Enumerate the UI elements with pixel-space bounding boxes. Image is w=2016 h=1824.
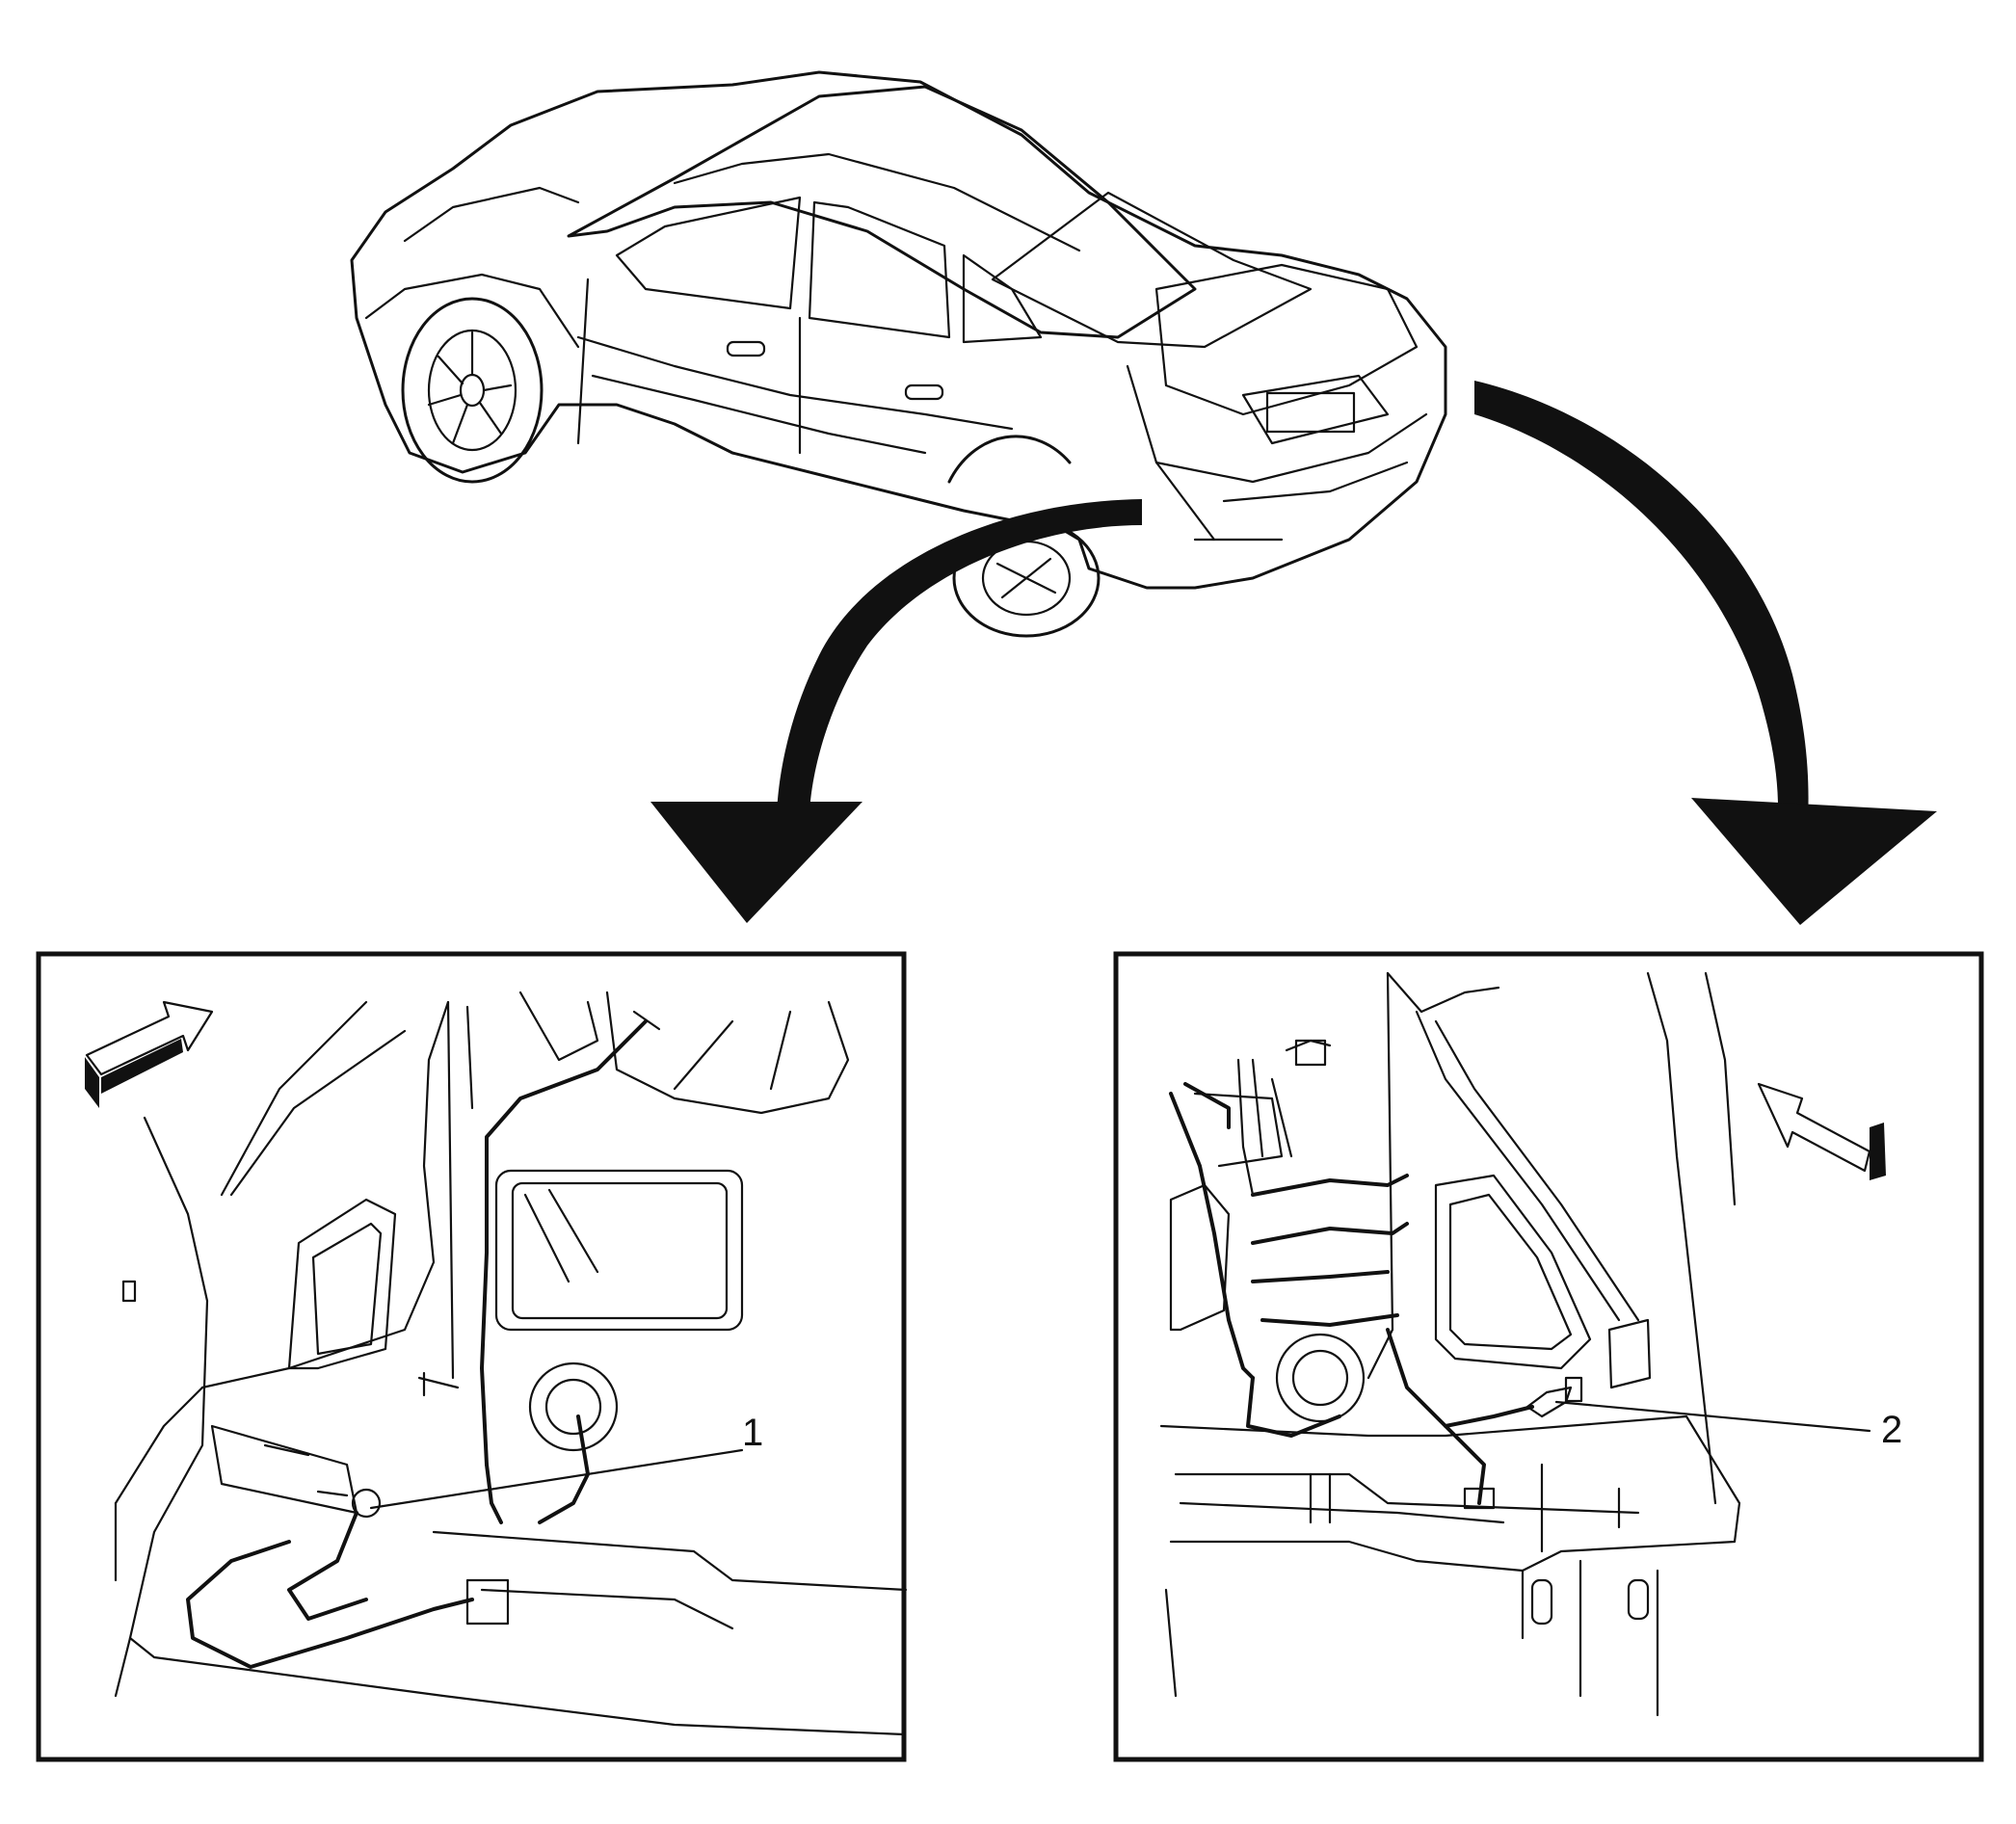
car-illustration xyxy=(350,70,1447,638)
forward-direction-arrow xyxy=(1757,1082,1886,1180)
curved-arrow-left xyxy=(650,499,1142,923)
front-wheel xyxy=(401,297,544,484)
curved-arrow-right xyxy=(1474,381,1937,925)
detail-panel-right: 2 xyxy=(1113,951,1984,1762)
callout-label-2: 2 xyxy=(1881,1409,1902,1451)
detail-panel-left: 1 xyxy=(36,951,908,1762)
callout-label-1: 1 xyxy=(742,1412,763,1454)
forward-direction-arrow xyxy=(85,1000,214,1108)
